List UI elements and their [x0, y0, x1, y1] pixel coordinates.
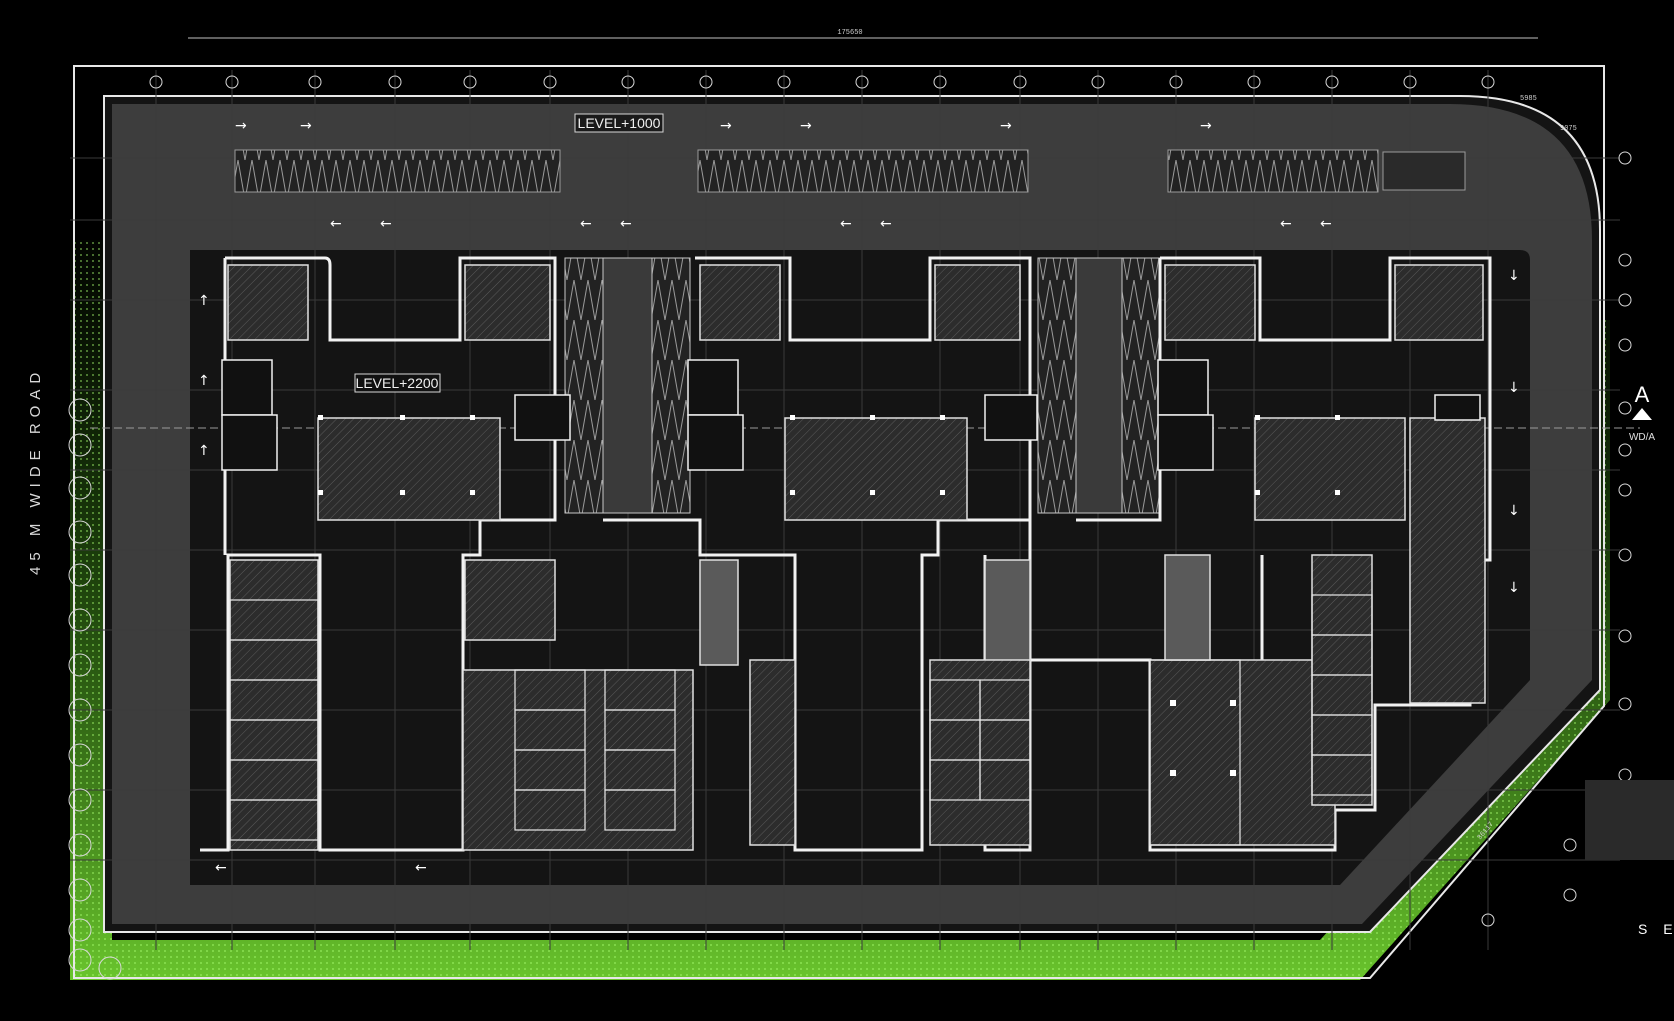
svg-text:↑: ↑ [198, 373, 210, 389]
section-marker-ref: WD/A [1629, 432, 1655, 443]
svg-text:←: ← [580, 216, 592, 232]
parking-bay-2 [697, 149, 1029, 193]
adjacent-plot [1585, 780, 1674, 860]
traffic-arrows: → → → → → → ← ← ← ← ← ← ← ← ↑ ↑ ↑ ↓ ↓ ↓ ↓ ← ← [198, 118, 1520, 876]
svg-text:←: ← [330, 216, 342, 232]
level-2200-label: LEVEL+2200 [356, 375, 439, 391]
parking-bay-3 [1167, 149, 1379, 193]
room-partitions [229, 594, 1373, 846]
svg-text:←: ← [880, 216, 892, 232]
svg-text:→: → [1200, 118, 1212, 134]
ramp-road-1 [602, 257, 653, 514]
svg-text:→: → [1000, 118, 1012, 134]
top-right-dimension-a: 5985 [1520, 95, 1537, 103]
parking-bay-4 [1382, 151, 1466, 191]
structural-columns [318, 415, 1340, 776]
svg-text:↓: ↓ [1508, 503, 1520, 519]
ramp-4 [1121, 257, 1161, 514]
corner-label: S E [1638, 921, 1674, 937]
svg-text:→: → [720, 118, 732, 134]
level-2200-box [354, 373, 441, 393]
parking-bay-1 [234, 149, 561, 193]
svg-text:←: ← [620, 216, 632, 232]
section-marker-letter: A [1635, 382, 1650, 407]
svg-text:←: ← [1280, 216, 1292, 232]
road-trees [68, 398, 122, 980]
stair-cores [221, 359, 1481, 471]
overall-dimension: 175650 [837, 29, 862, 37]
svg-text:↓: ↓ [1508, 380, 1520, 396]
level-1000-box [574, 113, 664, 133]
ramp-road-2 [1075, 257, 1123, 514]
site-boundary [73, 65, 1605, 979]
svg-text:→: → [800, 118, 812, 134]
svg-text:←: ← [380, 216, 392, 232]
ramp-1 [564, 257, 604, 514]
section-marker-arrow [1632, 408, 1652, 420]
svg-text:←: ← [840, 216, 852, 232]
grid-bubbles-top [149, 75, 1495, 89]
svg-text:←: ← [415, 860, 427, 876]
svg-text:↓: ↓ [1508, 268, 1520, 284]
svg-text:←: ← [215, 860, 227, 876]
level-1000-label: LEVEL+1000 [578, 115, 661, 131]
ramp-3 [1037, 257, 1077, 514]
ramp-2 [651, 257, 691, 514]
svg-text:→: → [300, 118, 312, 134]
svg-text:↑: ↑ [198, 293, 210, 309]
svg-text:↓: ↓ [1508, 580, 1520, 596]
svg-text:←: ← [1320, 216, 1332, 232]
svg-text:↑: ↑ [198, 443, 210, 459]
svg-text:→: → [235, 118, 247, 134]
grid-bubbles-right [1481, 151, 1632, 927]
road-label: 45 M WIDE ROAD [27, 367, 44, 575]
top-right-dimension-b: 9075 [1560, 125, 1577, 133]
